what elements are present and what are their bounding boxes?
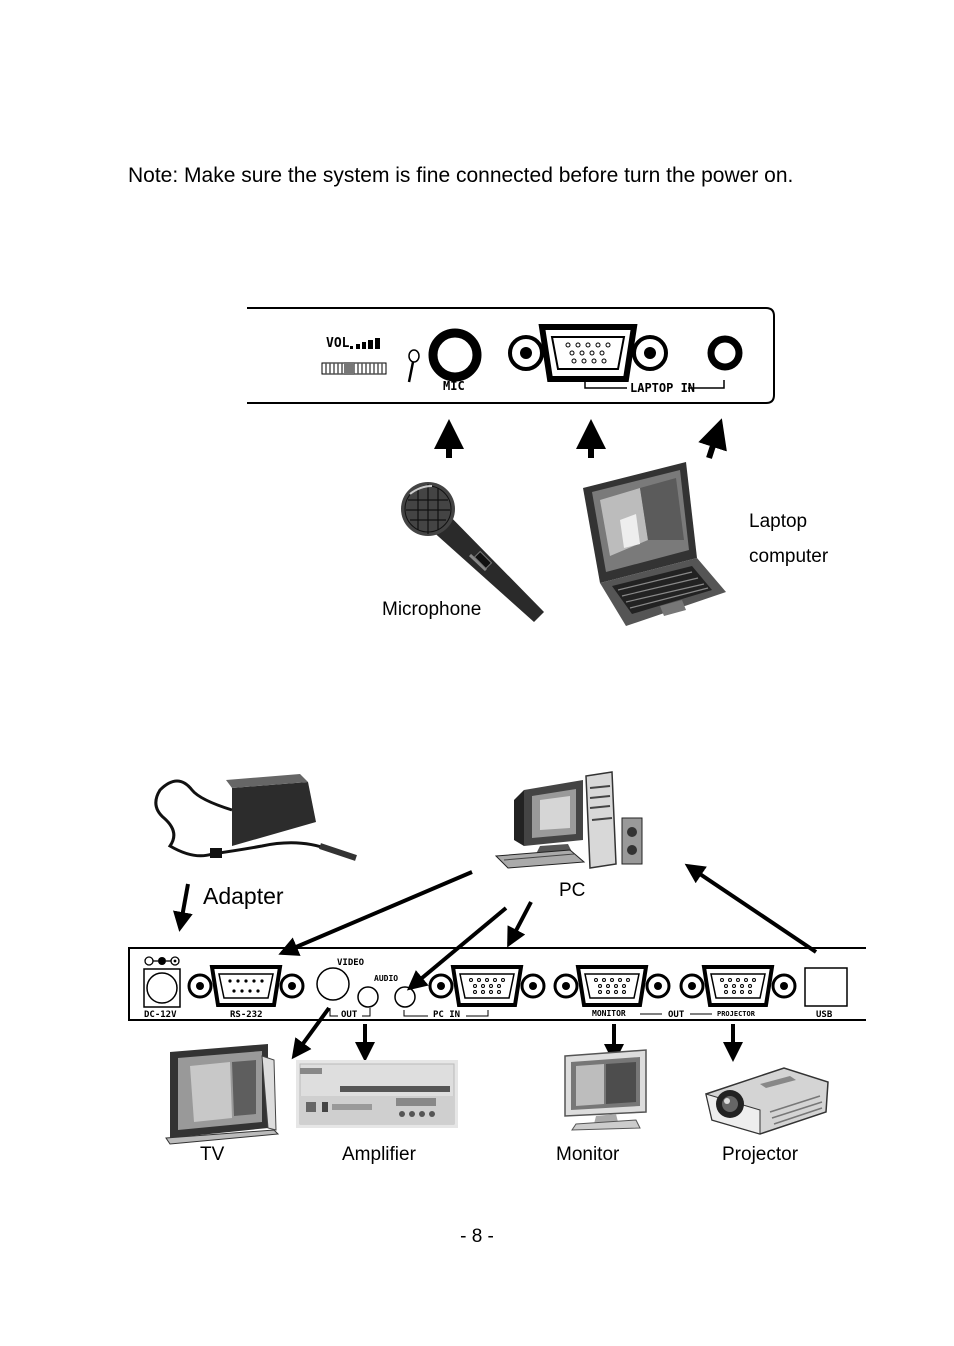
usb-label: USB <box>816 1010 833 1020</box>
pc-in-label: PC IN <box>433 1010 460 1020</box>
monitor-port-label: MONITOR <box>592 1009 626 1018</box>
laptop-label-line1: Laptop <box>749 511 808 532</box>
vol-label: VOL <box>326 336 350 351</box>
arrow-usb-pc <box>684 863 818 954</box>
pc-image <box>494 771 643 869</box>
mic-jack <box>428 328 482 382</box>
rear-panel: DC-12V RS-232 VIDEO AUDIO OUT PC IN <box>128 947 866 1021</box>
laptop-image <box>583 462 726 626</box>
adapter-label: Adapter <box>203 883 284 909</box>
dc-jack <box>143 968 181 1008</box>
connection-note: Note: Make sure the system is fine conne… <box>128 164 794 187</box>
arrow-video-tv <box>291 1006 331 1060</box>
monitor-label: Monitor <box>556 1144 620 1165</box>
out2-label: OUT <box>668 1010 685 1020</box>
laptop-label-line2: computer <box>749 546 829 567</box>
video-out-jack <box>316 967 350 1001</box>
mic-label: MIC <box>443 379 465 393</box>
out-label: OUT <box>341 1010 358 1020</box>
adapter-image <box>154 774 357 861</box>
mic-icon <box>407 349 420 383</box>
laptop-audio-jack <box>707 335 743 371</box>
laptop-vga-port <box>510 327 666 379</box>
arrow-pc-rs232 <box>278 870 473 956</box>
volume-level-icon <box>350 338 380 349</box>
projector-image <box>705 1067 829 1135</box>
dc-label: DC-12V <box>144 1010 177 1020</box>
amplifier-image <box>296 1060 458 1128</box>
volume-slider[interactable] <box>321 362 387 375</box>
projector-label: Projector <box>722 1144 799 1165</box>
audio-label: AUDIO <box>374 974 398 983</box>
audio-in-jack <box>394 986 416 1008</box>
pc-in-vga-port <box>428 965 546 1007</box>
microphone-image <box>401 482 544 622</box>
tv-image <box>165 1044 280 1145</box>
audio-out-jack <box>357 986 379 1008</box>
monitor-out-vga-port <box>553 965 671 1007</box>
dc-power-icon <box>144 956 180 966</box>
monitor-image <box>564 1049 647 1131</box>
arrow-adapter-dc <box>173 883 193 932</box>
amplifier-label: Amplifier <box>342 1144 416 1165</box>
rs232-label: RS-232 <box>230 1010 263 1020</box>
tv-label: TV <box>200 1144 225 1165</box>
usb-port <box>804 967 848 1007</box>
front-panel: VOL MIC LAPTOP IN <box>247 307 775 404</box>
arrow-pc-audio <box>406 906 508 991</box>
arrow-pc-in <box>507 901 533 948</box>
microphone-label: Microphone <box>382 599 482 620</box>
arrow-laptop-audio <box>698 418 727 459</box>
page-number: - 8 - <box>460 1226 494 1247</box>
projector-port-label: PROJECTOR <box>717 1010 756 1018</box>
video-label: VIDEO <box>337 958 365 968</box>
pc-label: PC <box>559 880 586 901</box>
rs232-port <box>187 965 305 1007</box>
projector-out-vga-port <box>679 965 797 1007</box>
laptop-in-label: LAPTOP IN <box>630 381 695 395</box>
